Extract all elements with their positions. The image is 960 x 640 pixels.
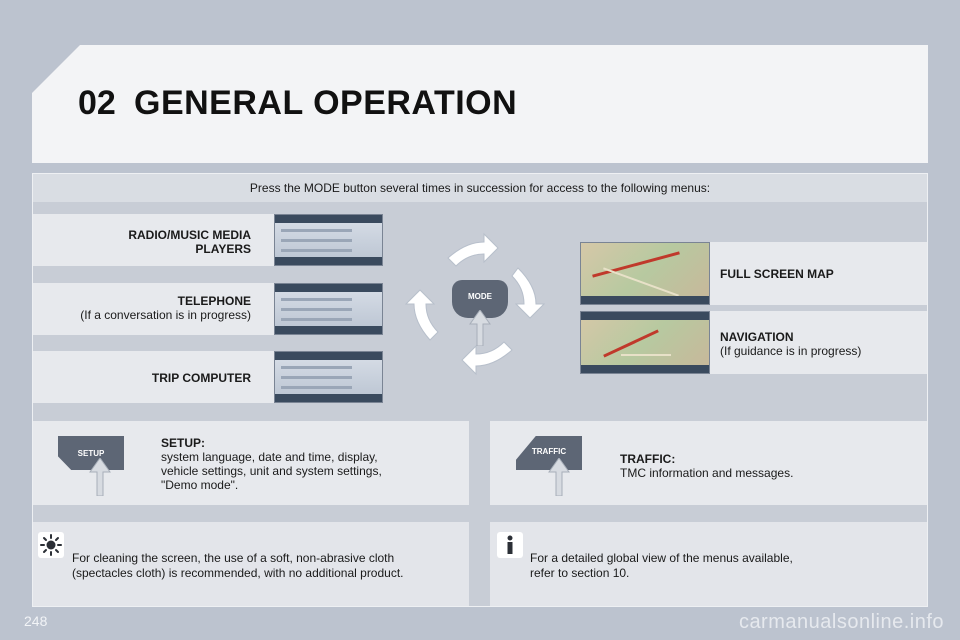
cleaning-note-line-1: For cleaning the screen, the use of a so… xyxy=(72,551,395,565)
setup-description: SETUP: system language, date and time, d… xyxy=(161,436,461,492)
setup-text-line-1: system language, date and time, display, xyxy=(161,450,378,464)
setup-press-arrow-icon xyxy=(89,458,111,496)
traffic-description: TRAFFIC: TMC information and messages. xyxy=(620,452,920,480)
screen-telephone xyxy=(274,283,383,335)
watermark: carmanualsonline.info xyxy=(738,611,944,633)
menu-trip-title: TRIP COMPUTER xyxy=(151,371,251,385)
menu-radio-title-2: PLAYERS xyxy=(195,242,251,256)
cycle-arrows-icon xyxy=(404,232,546,376)
screen-navigation xyxy=(580,311,710,374)
intro-text: Press the MODE button several times in s… xyxy=(249,181,711,195)
info-icon xyxy=(497,532,523,558)
menu-radio: RADIO/MUSIC MEDIA PLAYERS xyxy=(40,228,251,256)
cleaning-note-line-2: (spectacles cloth) is recommended, with … xyxy=(72,566,404,580)
setup-key-label: SETUP xyxy=(77,449,105,458)
menu-navigation-sub: (If guidance is in progress) xyxy=(720,344,862,358)
traffic-text: TMC information and messages. xyxy=(620,466,794,480)
page-number: 248 xyxy=(24,613,48,629)
screen-map xyxy=(580,242,710,305)
traffic-title: TRAFFIC: xyxy=(620,452,676,466)
info-note-line-1: For a detailed global view of the menus … xyxy=(530,551,793,565)
press-arrow-icon xyxy=(469,310,491,346)
sun-icon xyxy=(38,532,64,558)
chapter-title: GENERAL OPERATION xyxy=(134,84,518,122)
mode-button-label: MODE xyxy=(468,292,492,301)
screen-trip xyxy=(274,351,383,403)
menu-telephone-sub: (If a conversation is in progress) xyxy=(80,308,251,322)
menu-navigation-title: NAVIGATION xyxy=(720,330,794,344)
setup-title: SETUP: xyxy=(161,436,206,450)
setup-key[interactable]: SETUP xyxy=(58,436,124,470)
menu-telephone-title: TELEPHONE xyxy=(177,294,251,308)
header-panel xyxy=(32,45,928,163)
setup-text-line-2: vehicle settings, unit and system settin… xyxy=(161,464,382,478)
menu-map: FULL SCREEN MAP xyxy=(720,267,920,281)
traffic-press-arrow-icon xyxy=(548,458,570,496)
screen-radio xyxy=(274,214,383,266)
menu-map-title: FULL SCREEN MAP xyxy=(720,267,834,281)
intro-band xyxy=(33,174,927,202)
chapter-number: 02 xyxy=(78,84,116,122)
cleaning-note: For cleaning the screen, the use of a so… xyxy=(72,551,462,581)
setup-text-line-3: "Demo mode". xyxy=(161,478,239,492)
menu-navigation: NAVIGATION (If guidance is in progress) xyxy=(720,330,920,358)
menu-radio-title: RADIO/MUSIC MEDIA xyxy=(128,228,251,242)
traffic-key-label: TRAFFIC xyxy=(531,447,567,456)
menu-telephone: TELEPHONE (If a conversation is in progr… xyxy=(40,294,251,322)
info-note-box xyxy=(490,522,927,606)
info-note: For a detailed global view of the menus … xyxy=(530,551,920,581)
info-note-line-2: refer to section 10. xyxy=(530,566,630,580)
cleaning-note-box xyxy=(33,522,469,606)
menu-trip: TRIP COMPUTER xyxy=(40,371,251,385)
